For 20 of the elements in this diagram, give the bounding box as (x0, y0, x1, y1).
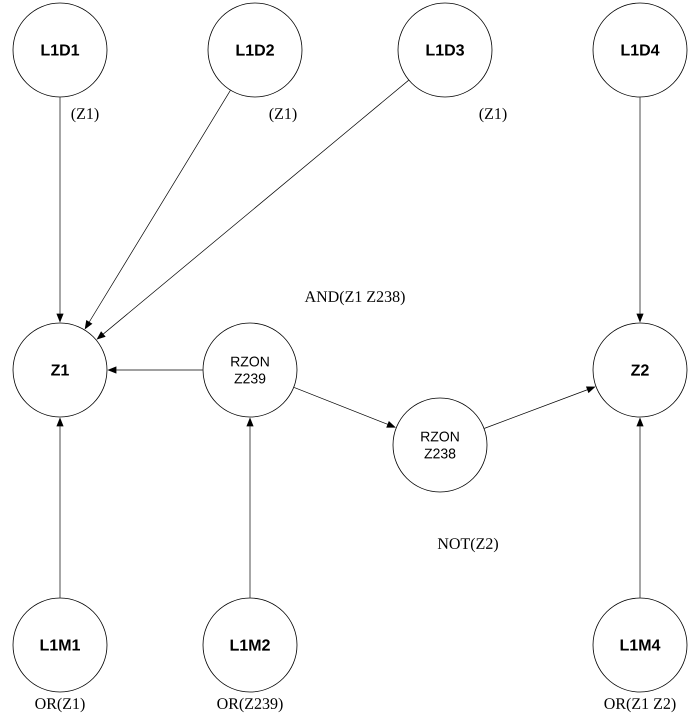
circle-node: RZON Z239 (202, 322, 298, 418)
node-annotation: OR(Z239) (217, 698, 283, 712)
arrow (84, 90, 231, 330)
circle-node: L1D3 (398, 2, 492, 98)
node-annotation: OR(Z1) (35, 698, 85, 712)
node-annotation: (Z1) (270, 108, 297, 122)
circle-node: L1D1 (12, 2, 108, 98)
node-annotation: AND(Z1 Z238) (304, 290, 405, 306)
circle-node: Z1 (12, 322, 108, 418)
node-annotation: (Z1) (72, 108, 99, 122)
circle-node: Z2 (592, 322, 688, 418)
circle-node: L1M2 (202, 598, 298, 692)
circle-node: L1M4 (592, 598, 688, 692)
node-annotation: NOT(Z2) (438, 538, 498, 552)
node-annotation: OR(Z1 Z2) (604, 698, 676, 712)
circle-node: RZON Z238 (392, 398, 488, 492)
node-annotation: (Z1) (480, 108, 507, 122)
circle-node: L1M1 (12, 598, 108, 692)
circle-node: L1D2 (208, 2, 302, 98)
circle-node: L1D4 (592, 2, 688, 98)
